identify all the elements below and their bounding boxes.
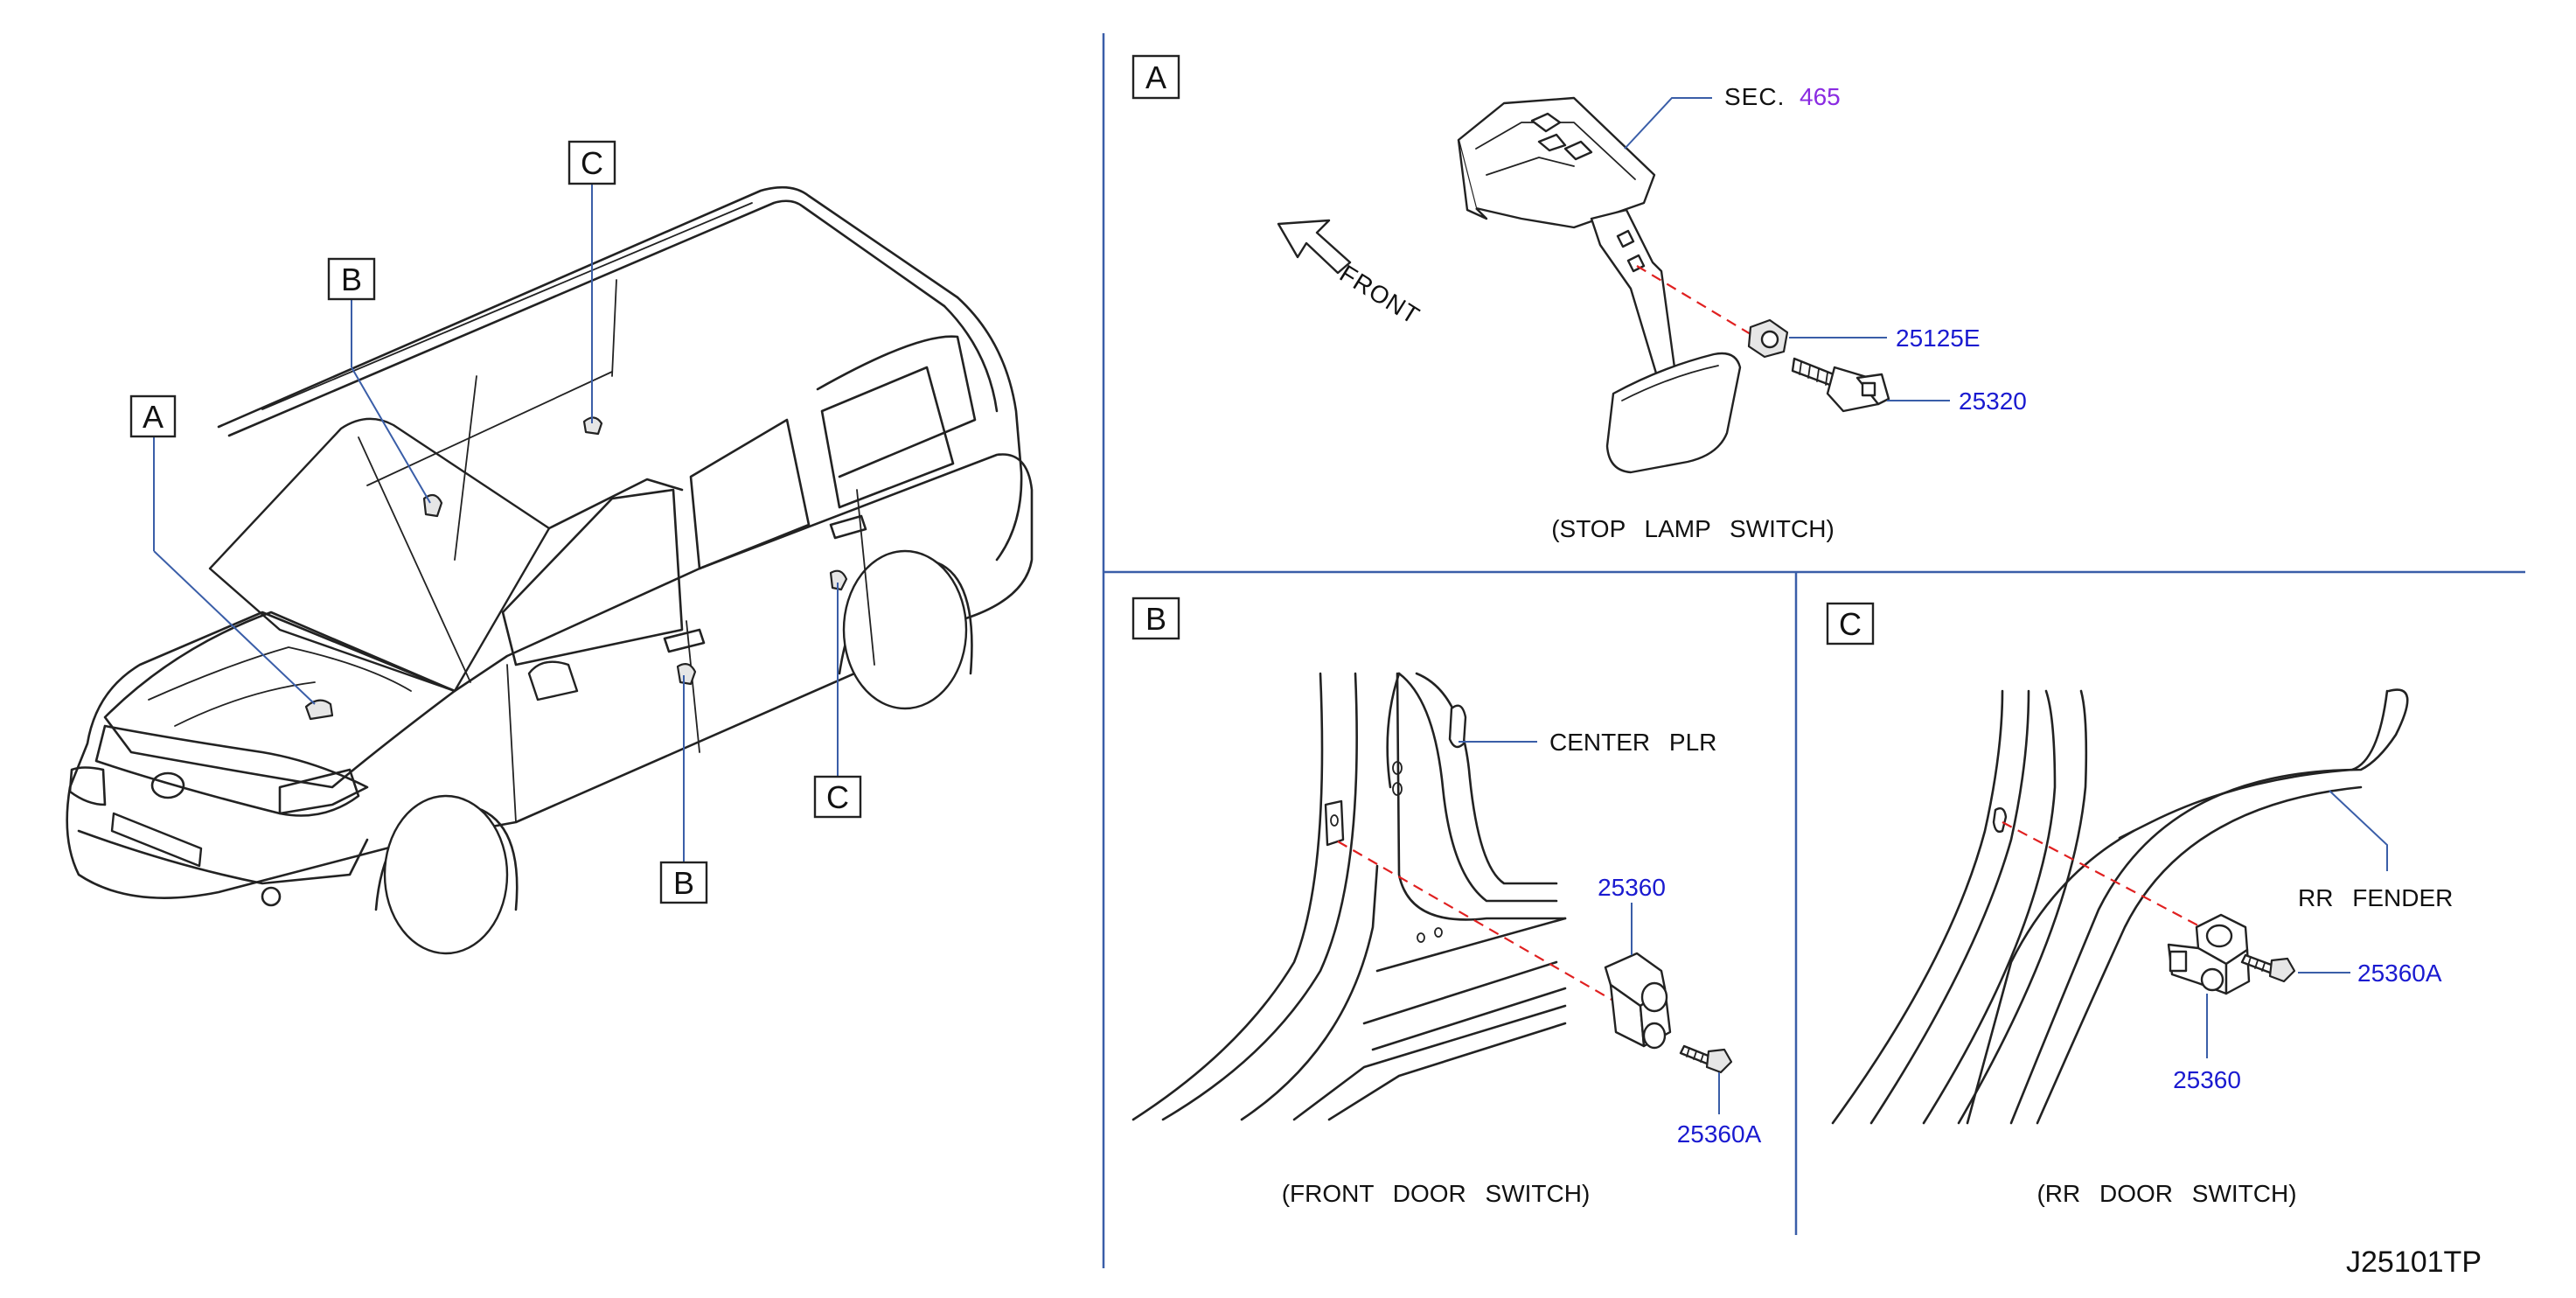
vehicle-overview	[66, 185, 1034, 955]
svg-text:B: B	[673, 865, 694, 901]
caption-rr-door-switch: (RR DOOR SWITCH)	[2036, 1180, 2296, 1207]
callout-c-vehicle-lower: C	[813, 775, 862, 819]
diagram-code: J25101TP	[2346, 1246, 2482, 1279]
front-label: FRONT	[1335, 260, 1424, 330]
callout-b-vehicle-lower: B	[659, 861, 708, 904]
svg-text:B: B	[1145, 601, 1166, 637]
panel-c: C RR FENDER 25360	[1826, 602, 2453, 1207]
caption-front-door-switch: (FRONT DOOR SWITCH)	[1282, 1180, 1591, 1207]
svg-text:C: C	[581, 145, 603, 181]
svg-text:A: A	[1145, 59, 1166, 95]
panel-b: B CENTER PLR	[1131, 597, 1762, 1207]
vehicle-callout-leaders	[153, 184, 839, 862]
callout-a-vehicle: A	[129, 394, 177, 438]
rear-bolt-part	[2240, 953, 2296, 983]
center-pillar-label: CENTER PLR	[1549, 729, 1716, 756]
part-number-25320[interactable]: 25320	[1959, 387, 2027, 415]
brake-pedal-assembly	[1457, 96, 1742, 474]
rear-door-switch-part	[2167, 913, 2251, 995]
svg-text:B: B	[341, 262, 362, 297]
panel-a-callout: A	[1131, 54, 1180, 100]
sec-number[interactable]: 465	[1800, 83, 1841, 110]
svg-text:A: A	[143, 399, 164, 435]
rear-pillar-structure	[1831, 688, 2409, 1125]
callout-c-vehicle-upper: C	[567, 140, 616, 185]
part-number-25360-front[interactable]: 25360	[1598, 874, 1666, 901]
part-number-25360a-front[interactable]: 25360A	[1677, 1120, 1762, 1148]
stop-lamp-switch-part	[1791, 357, 1890, 413]
front-door-switch-part	[1604, 952, 1672, 1050]
stopper-part	[1747, 318, 1789, 359]
center-pillar-structure	[1131, 672, 1567, 1121]
svg-text:C: C	[1839, 606, 1862, 642]
rear-fender-label: RR FENDER	[2298, 884, 2453, 911]
part-number-25360a-rear[interactable]: 25360A	[2357, 960, 2442, 987]
front-bolt-part	[1679, 1044, 1733, 1074]
part-number-25360-rear[interactable]: 25360	[2173, 1066, 2241, 1093]
panel-dividers	[1102, 33, 2525, 1268]
panel-c-callout: C	[1826, 602, 1875, 646]
caption-stop-lamp-switch: (STOP LAMP SWITCH)	[1551, 515, 1835, 542]
panel-b-callout: B	[1131, 597, 1180, 640]
callout-b-vehicle-upper: B	[327, 257, 376, 301]
part-number-25125e[interactable]: 25125E	[1896, 324, 1981, 352]
panel-a: A SEC. 465 FRONT	[1131, 54, 2027, 542]
front-arrow-icon	[1277, 219, 1352, 275]
svg-text:C: C	[826, 779, 849, 815]
sec-label: SEC.	[1724, 83, 1785, 110]
